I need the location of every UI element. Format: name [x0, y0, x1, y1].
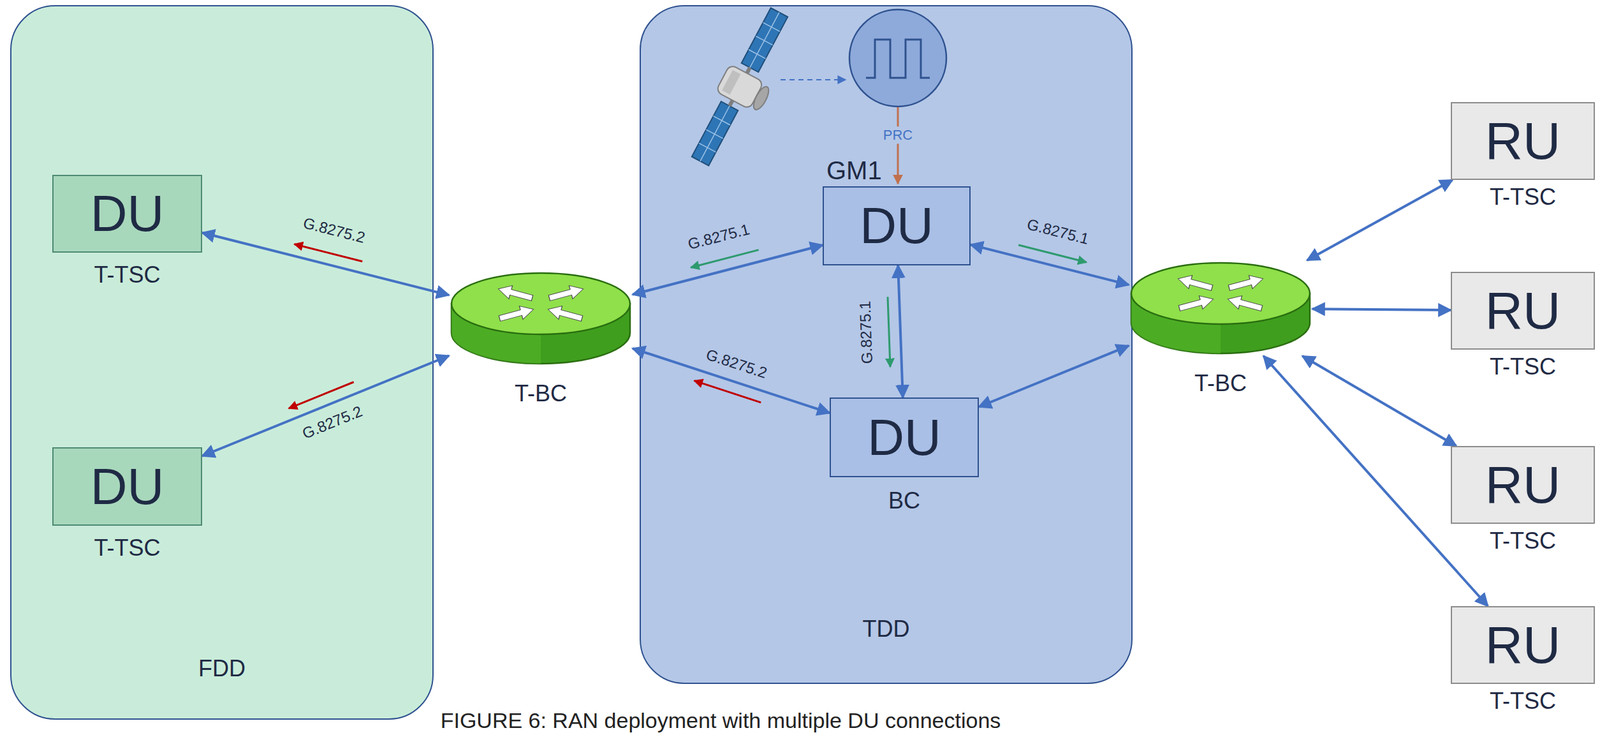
link-label-wrap: G.8275.1	[855, 300, 876, 365]
router-node: T-BC	[1128, 260, 1313, 356]
unit-box: DUGM1	[822, 186, 971, 266]
sync-link	[632, 244, 823, 294]
unit-name: RU	[1485, 110, 1561, 171]
direction-arrow	[1018, 244, 1087, 263]
unit-role: T-TSC	[1489, 353, 1556, 380]
unit-name: RU	[1485, 280, 1561, 341]
unit-role-wrap: BC	[888, 487, 921, 514]
region-label-wrap: TDD	[640, 615, 1132, 642]
unit-name: RU	[1485, 614, 1561, 675]
unit-role: T-TSC	[1489, 183, 1556, 210]
unit-role: BC	[888, 487, 921, 514]
sync-link	[897, 265, 903, 398]
unit-role: T-TSC	[94, 534, 161, 561]
sync-link	[978, 345, 1129, 407]
figure-caption-wrap: FIGURE 6: RAN deployment with multiple D…	[440, 707, 1002, 733]
satellite-icon	[683, 3, 806, 175]
router-icon	[1128, 260, 1313, 356]
prc-feed	[897, 107, 900, 184]
clock-source	[849, 9, 947, 107]
unit-name: DU	[90, 184, 165, 243]
network-region: TDDDUGM1DUBC	[639, 5, 1133, 684]
router-node: T-BC	[448, 270, 633, 367]
router-label: T-BC	[1194, 369, 1247, 397]
unit-role-wrap: GM1	[826, 155, 882, 185]
sync-link	[1263, 355, 1488, 606]
sync-link	[1307, 179, 1453, 261]
source-label-wrap: PRC	[880, 126, 916, 143]
unit-role: T-TSC	[94, 261, 161, 288]
unit-role: T-TSC	[1489, 687, 1556, 714]
direction-arrow	[690, 249, 759, 268]
unit-box: RUT-TSC	[1450, 605, 1595, 684]
square-wave	[866, 39, 930, 78]
unit-box: RUT-TSC	[1450, 445, 1595, 524]
unit-role-wrap: T-TSC	[1489, 527, 1556, 554]
unit-name: DU	[90, 457, 165, 516]
link-label: G.8275.1	[855, 300, 876, 365]
direction-arrow	[288, 381, 354, 409]
unit-box: DUT-TSC	[52, 447, 203, 526]
region-label: TDD	[862, 615, 911, 642]
router-label-wrap: T-BC	[514, 380, 567, 407]
unit-role-wrap: T-TSC	[94, 261, 161, 288]
direction-arrow	[294, 244, 363, 262]
network-region: FDDDUT-TSCDUT-TSC	[10, 5, 434, 720]
unit-role-wrap: T-TSC	[1489, 183, 1556, 210]
router-label: T-BC	[514, 380, 567, 407]
unit-role: T-TSC	[1489, 527, 1556, 554]
unit-name: DU	[867, 408, 942, 467]
router-icon	[448, 270, 633, 367]
router-label-wrap: T-BC	[1194, 369, 1247, 397]
unit-name: RU	[1485, 454, 1561, 515]
unit-role-wrap: T-TSC	[94, 534, 161, 561]
source-label: PRC	[880, 126, 916, 144]
unit-box: DUT-TSC	[52, 174, 203, 253]
unit-role-wrap: T-TSC	[1489, 353, 1556, 380]
direction-arrow	[887, 296, 891, 367]
unit-box: RUT-TSC	[1450, 271, 1595, 350]
direction-arrow	[694, 380, 762, 403]
signal-link	[780, 79, 846, 81]
unit-name: DU	[859, 196, 934, 256]
sync-link	[970, 244, 1129, 285]
unit-role-wrap: T-TSC	[1489, 687, 1556, 714]
region-label-wrap: FDD	[11, 654, 433, 682]
figure-caption: FIGURE 6: RAN deployment with multiple D…	[440, 707, 1002, 733]
sync-link	[1312, 308, 1451, 310]
sync-link	[202, 355, 449, 456]
unit-box: DUBC	[829, 397, 979, 478]
unit-box: RUT-TSC	[1450, 102, 1595, 180]
sync-link	[1302, 355, 1456, 446]
region-label: FDD	[198, 654, 246, 682]
sync-link	[202, 232, 449, 296]
unit-role: GM1	[826, 156, 882, 185]
